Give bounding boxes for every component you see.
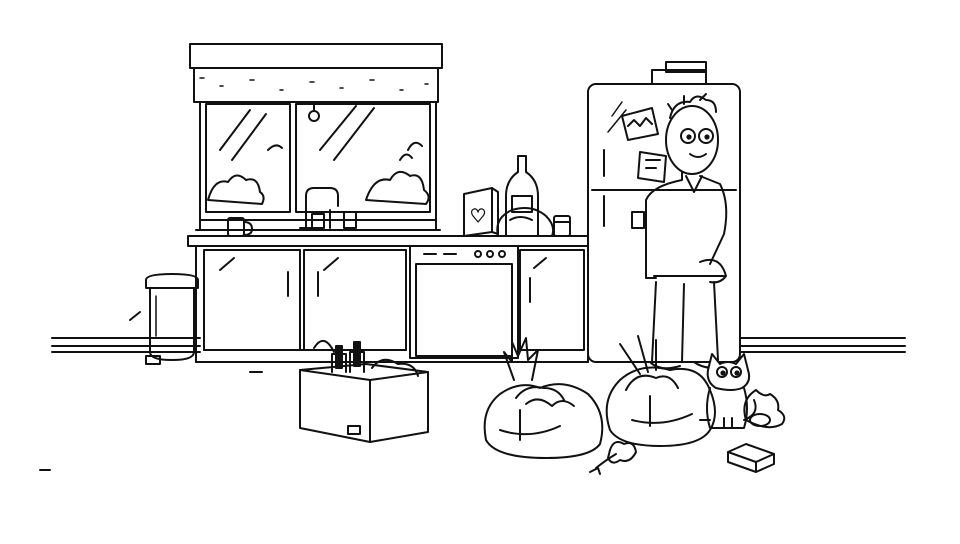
butter-block xyxy=(728,444,774,472)
pedal-bin xyxy=(146,274,198,364)
floor-lines xyxy=(40,312,905,470)
wine-bottle xyxy=(506,156,538,236)
right-cabinet xyxy=(520,250,584,350)
kitchen-tap xyxy=(300,188,356,228)
kitchen-window xyxy=(196,102,440,230)
broccoli xyxy=(590,442,636,474)
grocery-bag-counter xyxy=(497,208,553,236)
lower-cabinets xyxy=(196,246,588,362)
roller-blind xyxy=(190,44,442,121)
dishwasher xyxy=(410,246,518,358)
shopping-bag-right xyxy=(607,336,715,446)
fridge-freezer xyxy=(588,62,740,362)
greeting-card: ♥ xyxy=(464,188,498,236)
cardboard-box xyxy=(300,341,428,442)
leafy-vegetables xyxy=(744,390,784,427)
man xyxy=(646,94,726,368)
shopping-bag-left xyxy=(485,338,603,458)
card-heart-symbol: ♥ xyxy=(470,206,486,227)
jar xyxy=(554,216,570,236)
countertop xyxy=(188,236,588,246)
